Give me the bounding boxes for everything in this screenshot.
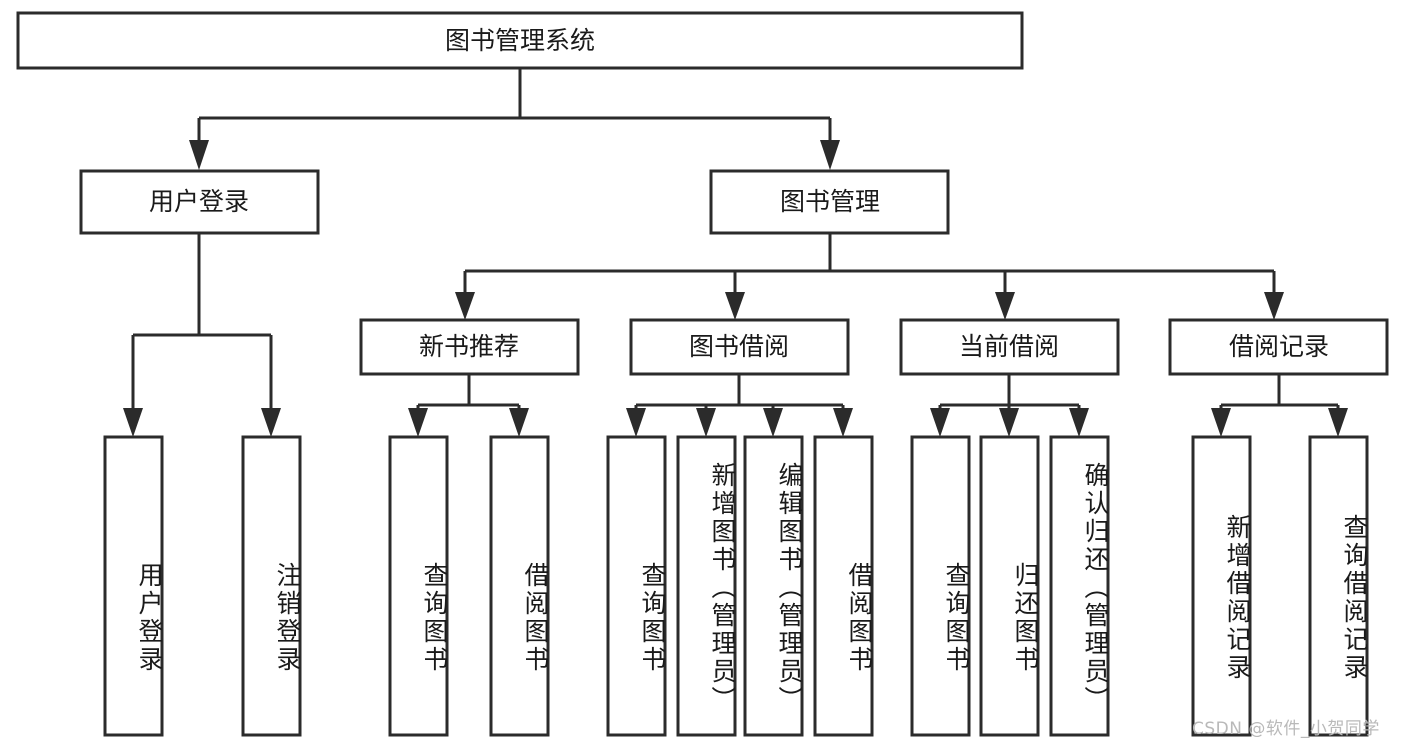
leaf-box-query-book-3[interactable] xyxy=(910,435,971,737)
leaf-box-add-borrow-record[interactable] xyxy=(1191,435,1252,737)
arrow-icon xyxy=(820,140,840,170)
arrow-icon xyxy=(408,408,428,437)
node-box xyxy=(629,318,850,376)
node-borrow-record[interactable]: 借阅记录 xyxy=(1168,318,1389,376)
node-user-login[interactable]: 用户登录 xyxy=(79,169,320,235)
leaf-box-query-borrow-record[interactable] xyxy=(1308,435,1369,737)
arrow-icon xyxy=(833,408,853,437)
leaf-box-user-login[interactable] xyxy=(103,435,164,737)
arrow-icon xyxy=(1069,408,1089,437)
arrow-icon xyxy=(1211,408,1231,437)
leaf-box-query-book-2[interactable] xyxy=(606,435,667,737)
node-box xyxy=(79,169,320,235)
node-box xyxy=(16,11,1024,70)
node-label: 新书推荐 xyxy=(419,332,519,361)
connector-book-manage-to-level3 xyxy=(455,233,1284,320)
csdn-watermark: CSDN @软件_小贺同学 xyxy=(1192,719,1380,739)
leaf-box-borrow-book-1[interactable] xyxy=(489,435,550,737)
node-label: 借阅记录 xyxy=(1229,332,1329,361)
arrow-icon xyxy=(1264,292,1284,320)
node-new-book-recommend[interactable]: 新书推荐 xyxy=(359,318,580,376)
leaf-box-add-book-admin[interactable] xyxy=(676,435,737,737)
node-box xyxy=(359,318,580,376)
node-label: 图书管理系统 xyxy=(445,26,595,55)
node-box xyxy=(1168,318,1389,376)
connector-borrow-record-to-leaves xyxy=(1211,374,1348,437)
arrow-icon xyxy=(626,408,646,437)
arrow-icon xyxy=(725,292,745,320)
arrow-icon xyxy=(995,292,1015,320)
node-label: 当前借阅 xyxy=(959,332,1059,361)
node-label: 用户登录 xyxy=(149,187,249,216)
node-book-borrow[interactable]: 图书借阅 xyxy=(629,318,850,376)
node-label: 图书借阅 xyxy=(689,332,789,361)
leaf-box-query-book-1[interactable] xyxy=(388,435,449,737)
arrow-icon xyxy=(509,408,529,437)
node-book-management[interactable]: 图书管理 xyxy=(709,169,950,235)
connector-new-book-to-leaves xyxy=(408,374,529,437)
node-box xyxy=(899,318,1120,376)
node-label: 图书管理 xyxy=(780,187,880,216)
node-root-book-management-system[interactable]: 图书管理系统 xyxy=(16,11,1024,70)
leaf-box-confirm-return-admin[interactable] xyxy=(1049,435,1110,737)
node-current-borrow[interactable]: 当前借阅 xyxy=(899,318,1120,376)
connector-current-borrow-to-leaves xyxy=(930,374,1089,437)
arrow-icon xyxy=(189,140,209,170)
connector-user-login-to-leaves xyxy=(123,233,281,437)
arrow-icon xyxy=(930,408,950,437)
arrow-icon xyxy=(696,408,716,437)
node-box xyxy=(709,169,950,235)
arrow-icon xyxy=(763,408,783,437)
leaf-box-edit-book-admin[interactable] xyxy=(743,435,804,737)
arrow-icon xyxy=(123,408,143,437)
connector-root-to-level2 xyxy=(189,68,840,170)
arrow-icon xyxy=(455,292,475,320)
arrow-icon xyxy=(1328,408,1348,437)
leaf-box-return-book[interactable] xyxy=(979,435,1040,737)
arrow-icon xyxy=(999,408,1019,437)
leaf-box-borrow-book-2[interactable] xyxy=(813,435,874,737)
arrow-icon xyxy=(261,408,281,437)
connector-book-borrow-to-leaves xyxy=(626,374,853,437)
leaf-box-logout[interactable] xyxy=(241,435,302,737)
